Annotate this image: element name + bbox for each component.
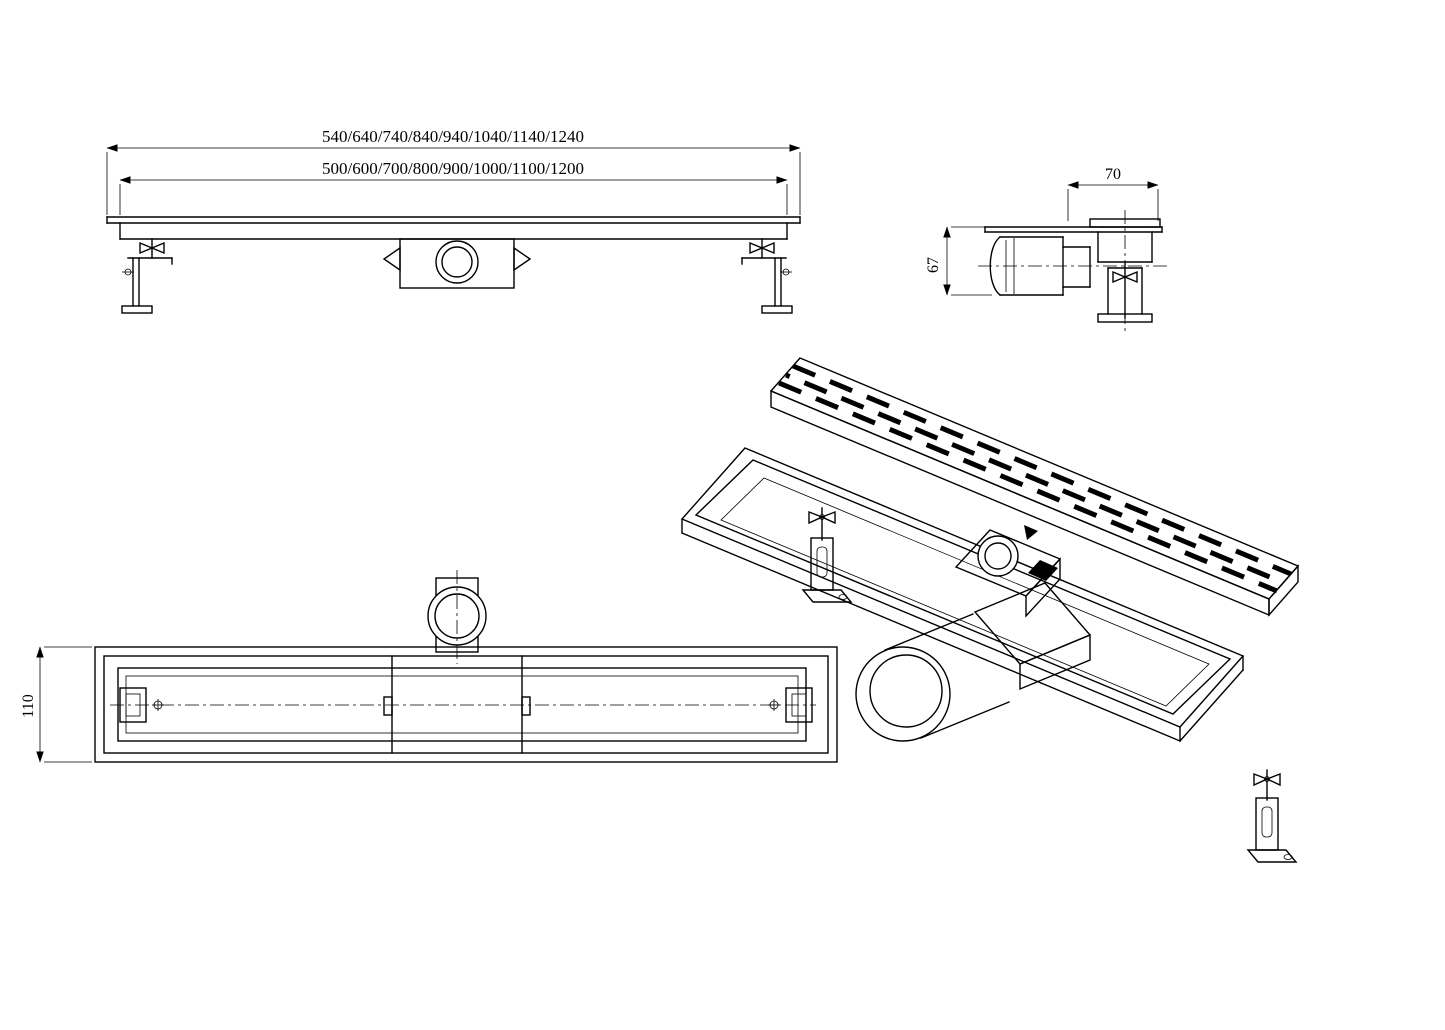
housing-right-tab: [521, 696, 531, 716]
tray-floor: [720, 477, 1210, 707]
wing-nut-icon: [1112, 270, 1127, 284]
mounting-foot-left: [121, 238, 173, 314]
front-dimension-lines: [106, 144, 801, 215]
mounting-foot-right: [741, 238, 793, 314]
body-width-dimension-label: 110: [20, 694, 37, 717]
side-section-view: 70 67: [925, 166, 1168, 332]
wing-nut-icon: [139, 241, 154, 255]
housing-outlet-opening: [1028, 560, 1058, 581]
drain-outlet-circle: [435, 240, 479, 284]
grate-slot-row: [778, 380, 1278, 594]
wing-nut-icon: [808, 510, 824, 525]
siphon-trap-side: [989, 236, 1091, 296]
channel-body-front: [106, 216, 801, 240]
trap-height-dimension-label: 67: [925, 257, 942, 273]
detail-marker: [1024, 525, 1038, 540]
grate-end-cap: [1268, 564, 1299, 617]
housing-left-wing: [382, 246, 401, 272]
isometric-exploded-view: [680, 357, 1300, 863]
housing-left-tab: [383, 696, 393, 716]
grate-cover-iso: [769, 357, 1300, 617]
grate-slot-row: [785, 372, 1285, 586]
wing-nut-icon: [1253, 772, 1269, 787]
plan-dimension-lines: [36, 646, 92, 763]
outlet-width-dimension-label: 70: [1105, 166, 1121, 183]
grate-length-dimension-label: 500/600/700/800/900/1000/1100/1200: [322, 159, 584, 178]
channel-body-plan: [94, 646, 838, 763]
drain-housing-iso: [954, 525, 1062, 618]
plan-view: 110: [20, 570, 838, 763]
channel-tray-iso: [680, 447, 1245, 742]
housing-flange: [977, 535, 1019, 577]
front-elevation-view: 540/640/740/840/940/1040/1140/1240 500/6…: [106, 127, 801, 314]
grate-front-skirt: [770, 389, 1270, 617]
channel-profile-side: [984, 218, 1163, 233]
elbow-pipe-end: [855, 646, 951, 742]
overall-length-dimension-label: 540/640/740/840/940/1040/1140/1240: [322, 127, 584, 146]
mounting-bracket-left-iso: [801, 507, 853, 603]
grate-slot-row: [792, 363, 1292, 577]
outlet-elbow-iso: [855, 582, 1092, 742]
drain-housing-front: [382, 238, 532, 289]
housing-right-wing: [513, 246, 532, 272]
mounting-bracket-right-iso: [1246, 769, 1298, 863]
wing-nut-icon: [749, 241, 764, 255]
side-dimension-lines: [943, 181, 1159, 296]
